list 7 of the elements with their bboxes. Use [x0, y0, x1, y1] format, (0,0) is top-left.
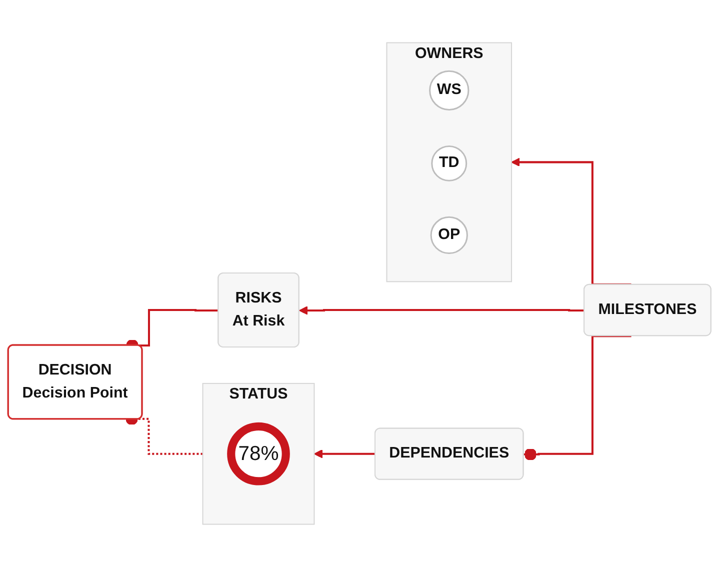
- node-circle: 78%: [227, 422, 290, 486]
- connector: [524, 335, 632, 460]
- node-circle: WS: [429, 70, 470, 111]
- node-circle: TD: [431, 145, 468, 182]
- node-circle: OP: [430, 216, 468, 254]
- arrow: [298, 306, 585, 315]
- arrow: [314, 449, 375, 458]
